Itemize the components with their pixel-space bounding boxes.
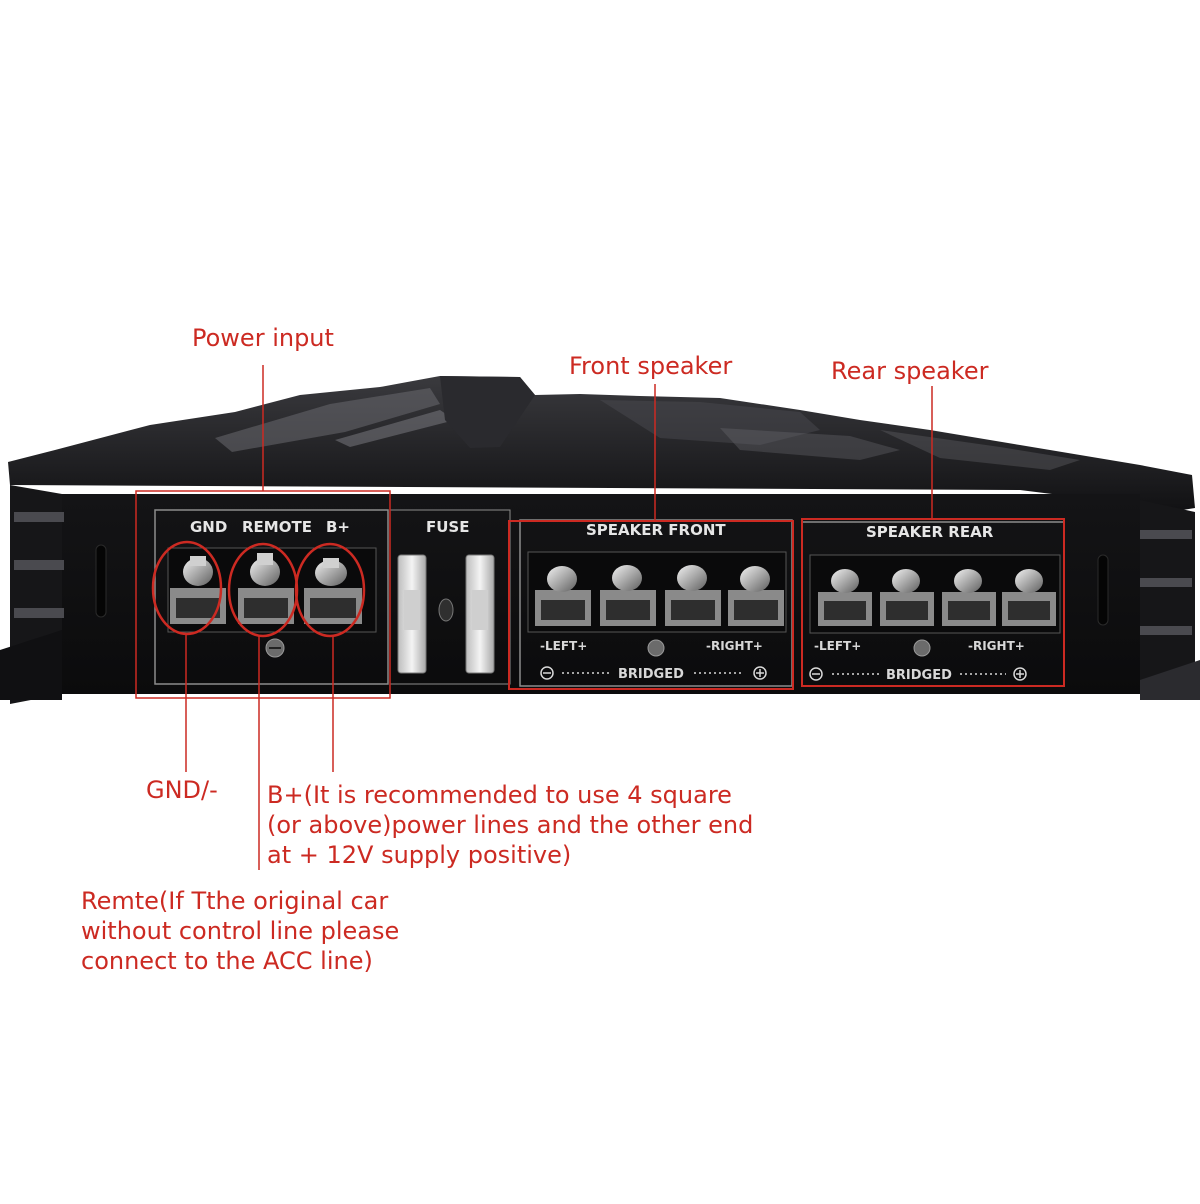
panel-label-gnd: GND [190, 518, 227, 536]
rear-speaker-box [801, 518, 1065, 687]
bplus-circle [294, 542, 366, 638]
bplus-annotation: B+(It is recommended to use 4 square (or… [267, 780, 753, 870]
remote-line-1: Remte(If Tthe original car [81, 887, 389, 915]
remote-annotation: Remte(If Tthe original car without contr… [81, 886, 399, 976]
panel-label-speaker-front: SPEAKER FRONT [586, 521, 726, 539]
front-speaker-terminals [527, 551, 787, 657]
rear-left-label: -LEFT+ [814, 639, 861, 653]
front-left-label: -LEFT+ [540, 639, 587, 653]
remote-line-2: without control line please [81, 917, 400, 945]
front-bridged-label: BRIDGED [618, 667, 684, 682]
rear-right-label: -RIGHT+ [968, 639, 1025, 653]
fuses [397, 554, 495, 674]
annotation-marks [135, 365, 1065, 870]
terminal-rear-left-plus [880, 569, 934, 626]
terminal-rear-left-minus [818, 569, 872, 626]
gnd-annotation: GND/- [146, 776, 218, 804]
remote-line-3: connect to the ACC line) [81, 947, 373, 975]
terminal-front-left-plus [600, 565, 656, 626]
gnd-circle [151, 540, 223, 636]
rear-bridged-label: BRIDGED [886, 668, 952, 683]
terminal-rear-right-minus [942, 569, 996, 626]
front-speaker-label: Front speaker [569, 352, 733, 380]
bplus-line-1: B+(It is recommended to use 4 square [267, 781, 732, 809]
panel-label-speaker-rear: SPEAKER REAR [866, 523, 994, 541]
rear-speaker-label: Rear speaker [831, 357, 989, 385]
terminal-remote [238, 553, 294, 624]
panel-label-bplus: B+ [326, 518, 350, 536]
panel-label-fuse: FUSE [426, 518, 469, 536]
bplus-line-3: at + 12V supply positive) [267, 841, 572, 869]
bplus-line-2: (or above)power lines and the other end [267, 811, 754, 839]
rear-speaker-terminals [809, 554, 1061, 657]
terminal-front-right-plus [728, 566, 784, 626]
terminal-rear-right-plus [1002, 569, 1056, 626]
front-right-label: -RIGHT+ [706, 639, 763, 653]
terminal-front-left-minus [535, 566, 591, 626]
panel-label-remote: REMOTE [242, 518, 312, 536]
power-terminals [167, 547, 377, 658]
power-input-label: Power input [192, 324, 334, 352]
terminal-front-right-minus [665, 565, 721, 626]
front-speaker-box [508, 520, 794, 690]
terminal-gnd [170, 556, 226, 624]
terminal-bplus [304, 558, 362, 624]
